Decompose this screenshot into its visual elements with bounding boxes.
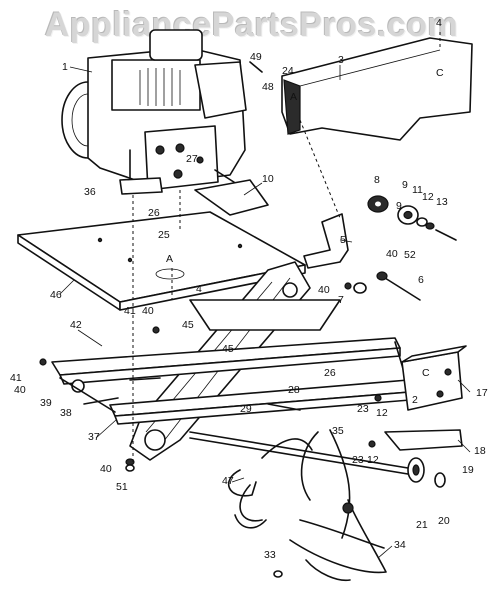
- callout-40-lower: 40: [100, 463, 112, 475]
- callout-52: 52: [404, 249, 416, 261]
- callout-41-mid: 41: [124, 305, 136, 317]
- callout-29: 29: [240, 403, 252, 415]
- callout-45-mid: 45: [222, 343, 234, 355]
- callout-9-b: 9: [396, 200, 402, 212]
- callout-33: 33: [264, 549, 276, 561]
- callout-17: 17: [476, 387, 488, 399]
- tine-assembly-left: [228, 438, 313, 529]
- callout-20: 20: [438, 515, 450, 527]
- callout-48: 48: [262, 81, 274, 93]
- assembly-lines: [132, 32, 441, 465]
- callout-4-plate: 4: [196, 283, 202, 295]
- callout-10: 10: [262, 173, 274, 185]
- callout-23-a: 23: [357, 403, 369, 415]
- frame-rails: [51, 299, 411, 425]
- watermark: AppliancePartsPros.com: [44, 6, 459, 44]
- callout-6: 6: [418, 274, 424, 286]
- callout-21: 21: [416, 519, 428, 531]
- callout-19: 19: [462, 464, 474, 476]
- mark-c-guard: C: [436, 67, 444, 79]
- callout-24: 24: [282, 65, 294, 77]
- callout-40-far-left: 40: [14, 384, 26, 396]
- letter-marks: A A C C: [166, 67, 444, 379]
- callout-12-mid: 12: [376, 407, 388, 419]
- callout-23-b: 23: [352, 454, 364, 466]
- callout-2: 2: [412, 394, 418, 406]
- callout-45-top: 45: [182, 319, 194, 331]
- callout-42: 42: [70, 319, 82, 331]
- callout-40-pulley: 40: [386, 248, 398, 260]
- callout-labels: 1 2 3 4 4 5 6 7 8 9 9 10 11 12 12 12 13 …: [10, 17, 488, 561]
- pulley-hardware: [367, 195, 457, 241]
- belt-guard: [281, 37, 473, 141]
- callout-28: 28: [288, 384, 300, 396]
- callout-26-left: 26: [148, 207, 160, 219]
- callout-27: 27: [186, 153, 198, 165]
- callout-25: 25: [158, 229, 170, 241]
- mark-a-plate: A: [166, 253, 173, 265]
- callout-49: 49: [250, 51, 262, 63]
- callout-18: 18: [474, 445, 486, 457]
- hub-parts: [407, 457, 446, 488]
- callout-38: 38: [60, 407, 72, 419]
- callout-26-right: 26: [324, 367, 336, 379]
- callout-40-mid: 40: [142, 305, 154, 317]
- callout-3: 3: [338, 54, 344, 66]
- callout-8: 8: [374, 174, 380, 186]
- idler-bracket: [194, 179, 269, 216]
- callout-12-top: 12: [422, 191, 434, 203]
- mark-c-bracket: C: [422, 367, 430, 379]
- callout-46: 46: [50, 289, 62, 301]
- callout-41-left: 41: [10, 372, 22, 384]
- right-bracket: [401, 345, 467, 411]
- callout-9-a: 9: [402, 179, 408, 191]
- callout-51: 51: [116, 481, 128, 493]
- callout-12-bottom: 12: [367, 454, 379, 466]
- callout-1: 1: [62, 61, 68, 73]
- side-bracket: [303, 213, 349, 269]
- callout-4-top: 4: [436, 17, 442, 29]
- callout-34: 34: [394, 539, 406, 551]
- drag-bar-arm: [384, 429, 463, 451]
- tine-assembly-right: [289, 429, 387, 582]
- callout-40-right: 40: [318, 284, 330, 296]
- callout-47: 47: [222, 475, 234, 487]
- callout-39: 39: [40, 397, 52, 409]
- callout-5: 5: [340, 234, 346, 246]
- leader-lines: [59, 65, 471, 559]
- callout-37: 37: [88, 431, 100, 443]
- callout-11: 11: [412, 184, 423, 196]
- engine-assembly: [61, 29, 263, 201]
- callout-36: 36: [84, 186, 96, 198]
- bolts: [39, 61, 421, 578]
- frame-plate: [17, 211, 306, 311]
- callout-13: 13: [436, 196, 448, 208]
- callout-35: 35: [332, 425, 344, 437]
- mark-a-guard: A: [290, 91, 297, 103]
- callout-7: 7: [338, 294, 344, 306]
